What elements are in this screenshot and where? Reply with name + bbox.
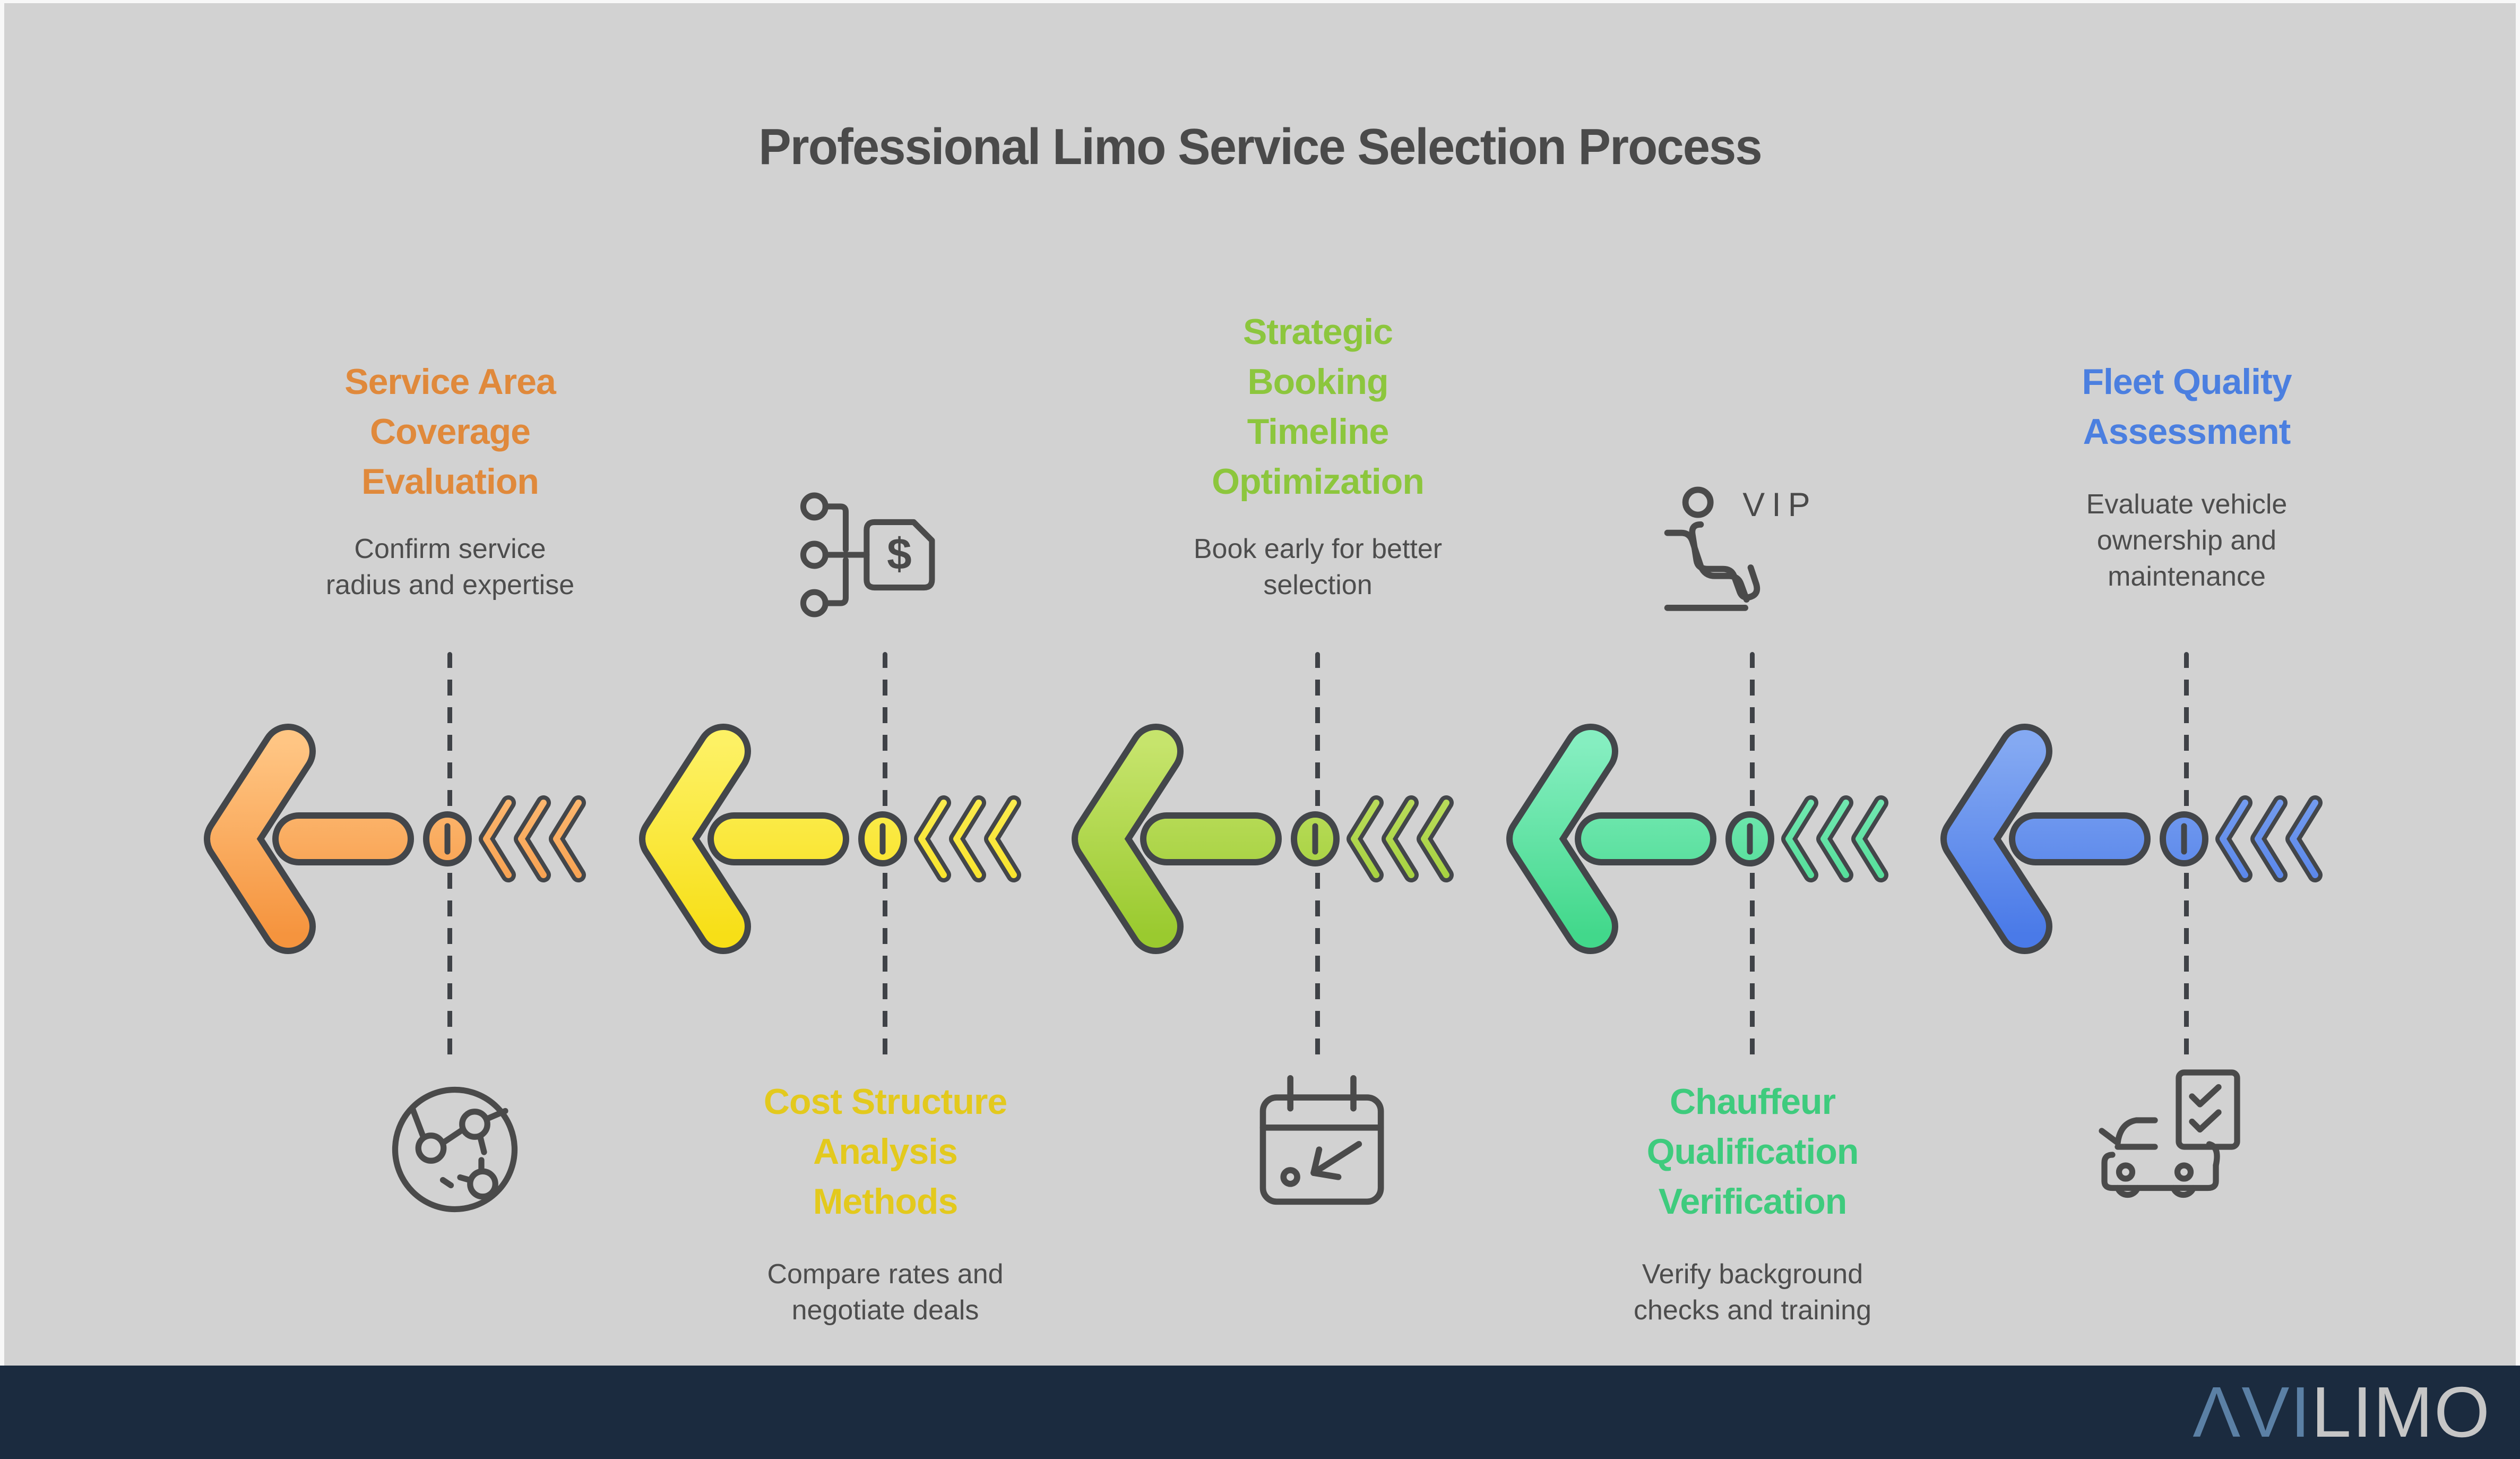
calendar-early-booking-icon	[1259, 1075, 1384, 1205]
process-arrow-4	[1506, 724, 1888, 954]
process-arrow-5	[1940, 724, 2323, 954]
price-structure-icon: $	[800, 492, 935, 617]
step3-description: Book early for better selection	[1193, 534, 1443, 600]
brand-logo: ΛVILIMO	[2193, 1366, 2491, 1459]
step5-description: Evaluate vehicle ownership and maintenan…	[2086, 489, 2288, 592]
globe-network-icon	[392, 1086, 518, 1213]
brand-logo-limo: LIMO	[2311, 1372, 2491, 1452]
car-checklist-icon	[2099, 1069, 2240, 1198]
brand-logo-avi: ΛVI	[2193, 1372, 2311, 1452]
step1-description: Confirm service radius and expertise	[325, 534, 575, 600]
step2-title: Cost Structure Analysis Methods	[763, 1082, 1007, 1222]
vip-seat-icon: VIP	[1664, 486, 1817, 611]
page-title: Professional Limo Service Selection Proc…	[758, 118, 1762, 175]
process-arrow-2	[639, 724, 1021, 954]
process-arrow-3	[1072, 724, 1454, 954]
step4-title: Chauffeur Qualification Verification	[1646, 1082, 1859, 1222]
step4-description: Verify background checks and training	[1633, 1259, 1872, 1326]
vip-label: VIP	[1742, 486, 1817, 523]
process-arrow-1	[204, 724, 586, 954]
step3-title: Strategic Booking Timeline Optimization	[1212, 312, 1425, 502]
footer-bar: ΛVILIMO	[0, 1366, 2520, 1459]
step2-description: Compare rates and negotiate deals	[767, 1259, 1004, 1326]
step1-title: Service Area Coverage Evaluation	[344, 362, 556, 502]
dollar-glyph: $	[887, 529, 912, 579]
step5-title: Fleet Quality Assessment	[2082, 362, 2292, 452]
